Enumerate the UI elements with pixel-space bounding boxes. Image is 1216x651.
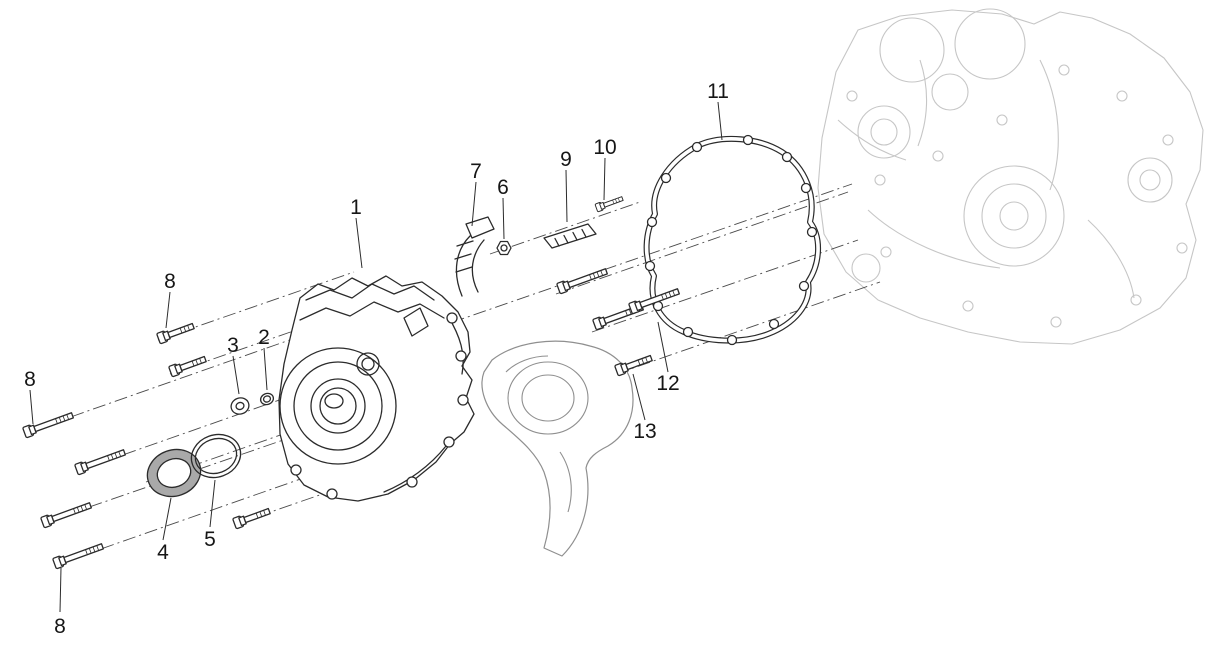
gasket-bolt-holes	[644, 134, 818, 346]
bolt	[51, 540, 105, 570]
callout-8c: 8	[54, 615, 66, 638]
washer	[230, 397, 250, 415]
callout-11: 11	[707, 80, 729, 103]
o-ring-small	[259, 392, 275, 406]
callout-labels: 1 2 3 4 5 6 7 8 8 8 9 10 11 12 13	[24, 80, 729, 638]
cover-bolt-ears	[290, 312, 469, 500]
cover-guard-bracket	[481, 340, 634, 557]
callout-3: 3	[227, 334, 239, 357]
magneto-cover	[278, 275, 475, 502]
callout-6: 6	[497, 176, 509, 199]
callout-12: 12	[656, 372, 679, 395]
o-ring-large	[190, 433, 242, 479]
bolt	[555, 265, 609, 295]
stud-item-13	[613, 352, 654, 377]
breather-plate	[543, 223, 597, 249]
bolt	[231, 505, 272, 530]
oil-seal	[146, 448, 202, 498]
leader-lines	[29, 101, 723, 613]
callout-10: 10	[593, 136, 616, 159]
bolt	[21, 409, 75, 439]
engine-crankcase-ghost	[817, 8, 1204, 345]
callout-1: 1	[350, 196, 362, 219]
bolt	[167, 353, 208, 378]
callout-13: 13	[633, 420, 656, 443]
callout-2: 2	[258, 326, 270, 349]
hose-nut	[496, 240, 512, 256]
breather-hose	[454, 216, 495, 297]
cover-gasket	[643, 134, 822, 346]
bolt	[155, 320, 196, 345]
callout-9: 9	[560, 148, 572, 171]
crankcase-bolt-bosses	[846, 64, 1188, 328]
callout-5: 5	[204, 528, 216, 551]
callout-7: 7	[470, 160, 482, 183]
callout-8a: 8	[164, 270, 176, 293]
bolt	[39, 499, 93, 529]
callout-8b: 8	[24, 368, 36, 391]
callout-4: 4	[157, 541, 169, 564]
screw-item-10	[594, 194, 625, 213]
bolt	[73, 446, 127, 476]
